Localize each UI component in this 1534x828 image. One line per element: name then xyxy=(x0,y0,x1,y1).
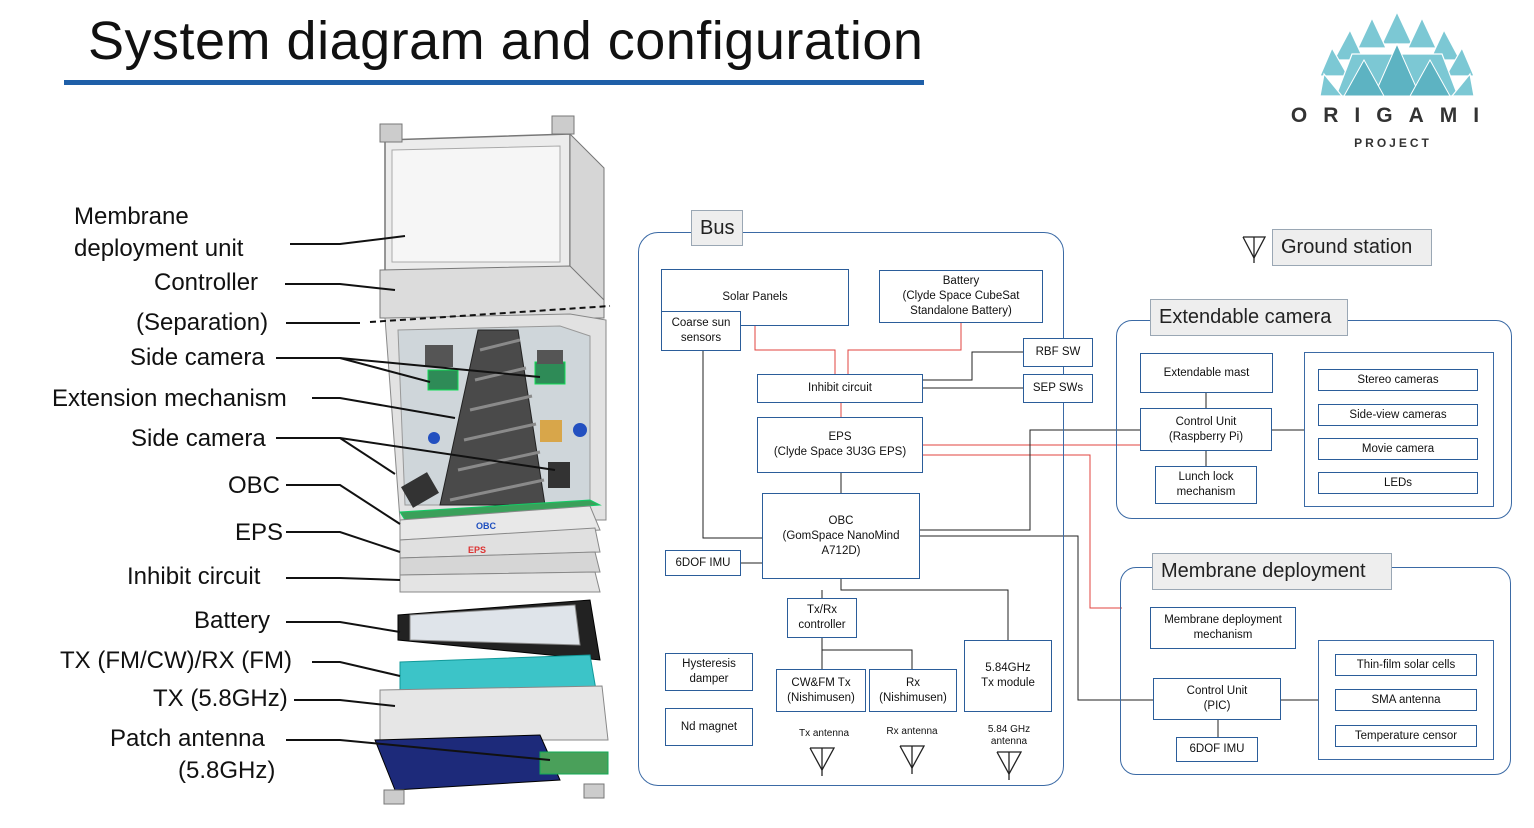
obc-mark: OBC xyxy=(476,521,497,531)
box-sma-antenna: SMA antenna xyxy=(1335,689,1477,711)
ground-station-title: Ground station xyxy=(1272,229,1432,266)
box-cwfm-tx: CW&FM Tx (Nishimusen) xyxy=(776,669,866,712)
box-rx: Rx (Nishimusen) xyxy=(869,669,957,712)
tx-antenna-label: Tx antenna xyxy=(798,728,850,739)
box-lunch-lock: Lunch lock mechanism xyxy=(1155,466,1257,504)
box-sep-sws: SEP SWs xyxy=(1023,374,1093,403)
ghz-antenna-label: 5.84 GHz antenna xyxy=(987,724,1031,747)
page-title: System diagram and configuration xyxy=(88,11,924,71)
bus-group xyxy=(638,232,1064,786)
box-inhibit-circuit: Inhibit circuit xyxy=(757,374,923,403)
label-controller: Controller xyxy=(154,269,259,296)
box-battery: Battery (Clyde Space CubeSat Standalone … xyxy=(879,270,1043,323)
camera-sub-group xyxy=(1304,352,1494,507)
title-underline xyxy=(64,80,924,85)
box-leds: LEDs xyxy=(1318,472,1478,494)
box-temperature: Temperature censor xyxy=(1335,725,1477,747)
antenna-icons xyxy=(809,236,1267,780)
box-coarse-sun: Coarse sun sensors xyxy=(661,311,741,351)
label-membrane-1: Membrane xyxy=(74,203,189,230)
label-eps: EPS xyxy=(235,519,284,546)
extendable-camera-title: Extendable camera xyxy=(1150,299,1348,336)
bus-title: Bus xyxy=(691,210,743,246)
box-membrane-imu: 6DOF IMU xyxy=(1176,737,1258,762)
box-side-view-cameras: Side-view cameras xyxy=(1318,404,1478,426)
rx-antenna-label: Rx antenna xyxy=(886,726,938,737)
box-584ghz-tx: 5.84GHz Tx module xyxy=(964,640,1052,712)
box-thin-film: Thin-film solar cells xyxy=(1335,654,1477,676)
label-obc: OBC xyxy=(228,472,281,499)
label-inhibit: Inhibit circuit xyxy=(127,563,261,590)
box-txrx-controller: Tx/Rx controller xyxy=(787,598,857,638)
box-imu: 6DOF IMU xyxy=(665,550,741,576)
membrane-deployment-title: Membrane deployment xyxy=(1152,553,1392,590)
origami-logo-icon xyxy=(1319,10,1475,97)
box-stereo-cameras: Stereo cameras xyxy=(1318,369,1478,391)
label-tx-fm: TX (FM/CW)/RX (FM) xyxy=(60,647,292,674)
label-patch-2: (5.8GHz) xyxy=(178,757,276,784)
box-rbf-sw: RBF SW xyxy=(1023,338,1093,367)
eps-mark: EPS xyxy=(468,545,486,555)
membrane-sub-group xyxy=(1318,640,1494,760)
box-hysteresis: Hysteresis damper xyxy=(665,653,753,691)
box-obc: OBC (GomSpace NanoMind A712D) xyxy=(762,493,920,579)
logo-subtitle: PROJECT xyxy=(1354,136,1432,150)
label-tx-58: TX (5.8GHz) xyxy=(153,685,288,712)
label-extension: Extension mechanism xyxy=(52,385,287,412)
label-membrane-2: deployment unit xyxy=(74,235,244,262)
label-battery: Battery xyxy=(194,607,271,634)
label-side-camera-2: Side camera xyxy=(131,425,266,452)
box-membrane-control-unit: Control Unit (PIC) xyxy=(1153,678,1281,720)
box-nd-magnet: Nd magnet xyxy=(665,708,753,746)
solar-panels-text: Solar Panels xyxy=(722,291,788,303)
label-side-camera-1: Side camera xyxy=(130,344,265,371)
box-movie-camera: Movie camera xyxy=(1318,438,1478,460)
label-separation: (Separation) xyxy=(136,309,269,336)
logo-wordmark: ORIGAMI xyxy=(1290,104,1496,127)
box-camera-control-unit: Control Unit (Raspberry Pi) xyxy=(1140,408,1272,451)
label-patch-1: Patch antenna xyxy=(110,725,265,752)
box-extendable-mast: Extendable mast xyxy=(1140,353,1273,393)
box-membrane-mechanism: Membrane deployment mechanism xyxy=(1150,607,1296,649)
box-eps: EPS (Clyde Space 3U3G EPS) xyxy=(757,417,923,473)
